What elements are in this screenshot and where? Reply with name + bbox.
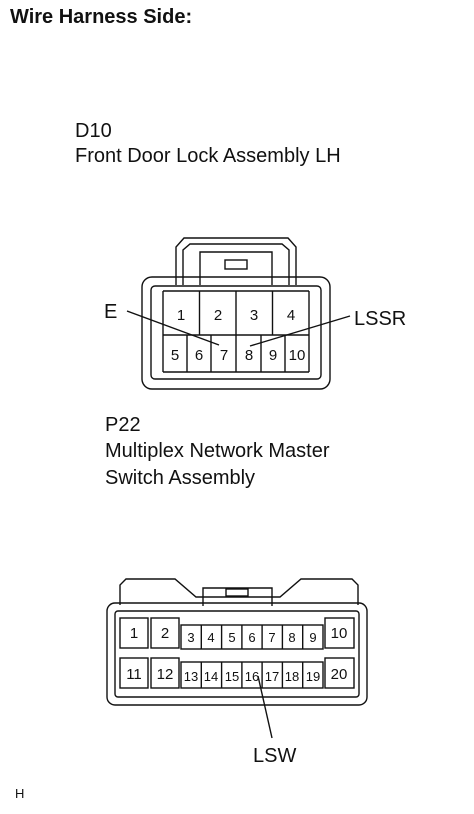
p22-connector-name-line1: Multiplex Network Master bbox=[105, 440, 330, 462]
p22-pin-10: 10 bbox=[331, 625, 348, 642]
d10-connector-code: D10 bbox=[75, 120, 112, 142]
d10-pin-4: 4 bbox=[287, 307, 295, 324]
d10-pin-5: 5 bbox=[171, 347, 179, 364]
callout-lssr-leader-line bbox=[249, 315, 351, 347]
p22-connector-housing bbox=[106, 578, 368, 706]
d10-pin-3: 3 bbox=[250, 307, 258, 324]
page-title: Wire Harness Side: bbox=[10, 6, 193, 28]
p22-pin-11: 11 bbox=[126, 666, 142, 683]
p22-pin-9: 9 bbox=[309, 630, 316, 645]
d10-pin-9: 9 bbox=[269, 347, 277, 364]
callout-lsw-label: LSW bbox=[253, 745, 296, 767]
p22-pin-6: 6 bbox=[248, 630, 255, 645]
d10-pin-10: 10 bbox=[289, 347, 306, 364]
p22-pin-2: 2 bbox=[161, 625, 169, 642]
p22-connector-name-line2: Switch Assembly bbox=[105, 467, 256, 489]
p22-pin-14: 14 bbox=[204, 669, 218, 684]
d10-connector-housing bbox=[141, 237, 331, 390]
p22-pin-18: 18 bbox=[285, 669, 299, 684]
p22-pin-8: 8 bbox=[288, 630, 295, 645]
d10-pin-7: 7 bbox=[220, 347, 228, 364]
d10-pin-6: 6 bbox=[195, 347, 203, 364]
d10-connector-name: Front Door Lock Assembly LH bbox=[75, 145, 341, 167]
p22-pin-13: 13 bbox=[184, 669, 198, 684]
d10-pin-8: 8 bbox=[245, 347, 253, 364]
p22-pin-5: 5 bbox=[228, 630, 235, 645]
diagram-code: H bbox=[15, 786, 25, 801]
callout-e-leader-line bbox=[126, 310, 220, 346]
p22-pin-15: 15 bbox=[225, 669, 239, 684]
p22-pin-16: 16 bbox=[245, 669, 259, 684]
d10-pin-2: 2 bbox=[214, 307, 222, 324]
p22-pin-20: 20 bbox=[331, 666, 348, 683]
p22-pin-17: 17 bbox=[265, 669, 279, 684]
callout-e-label: E bbox=[104, 301, 117, 323]
p22-connector-code: P22 bbox=[105, 414, 141, 436]
p22-pin-19: 19 bbox=[306, 669, 320, 684]
p22-pin-12: 12 bbox=[157, 666, 174, 683]
callout-lssr-label: LSSR bbox=[354, 308, 406, 330]
p22-pin-7: 7 bbox=[268, 630, 275, 645]
p22-pin-4: 4 bbox=[207, 630, 214, 645]
d10-pin-1: 1 bbox=[177, 307, 185, 324]
callout-lsw-leader-line bbox=[257, 675, 273, 739]
p22-pin-3: 3 bbox=[187, 630, 194, 645]
p22-pin-1: 1 bbox=[130, 625, 138, 642]
